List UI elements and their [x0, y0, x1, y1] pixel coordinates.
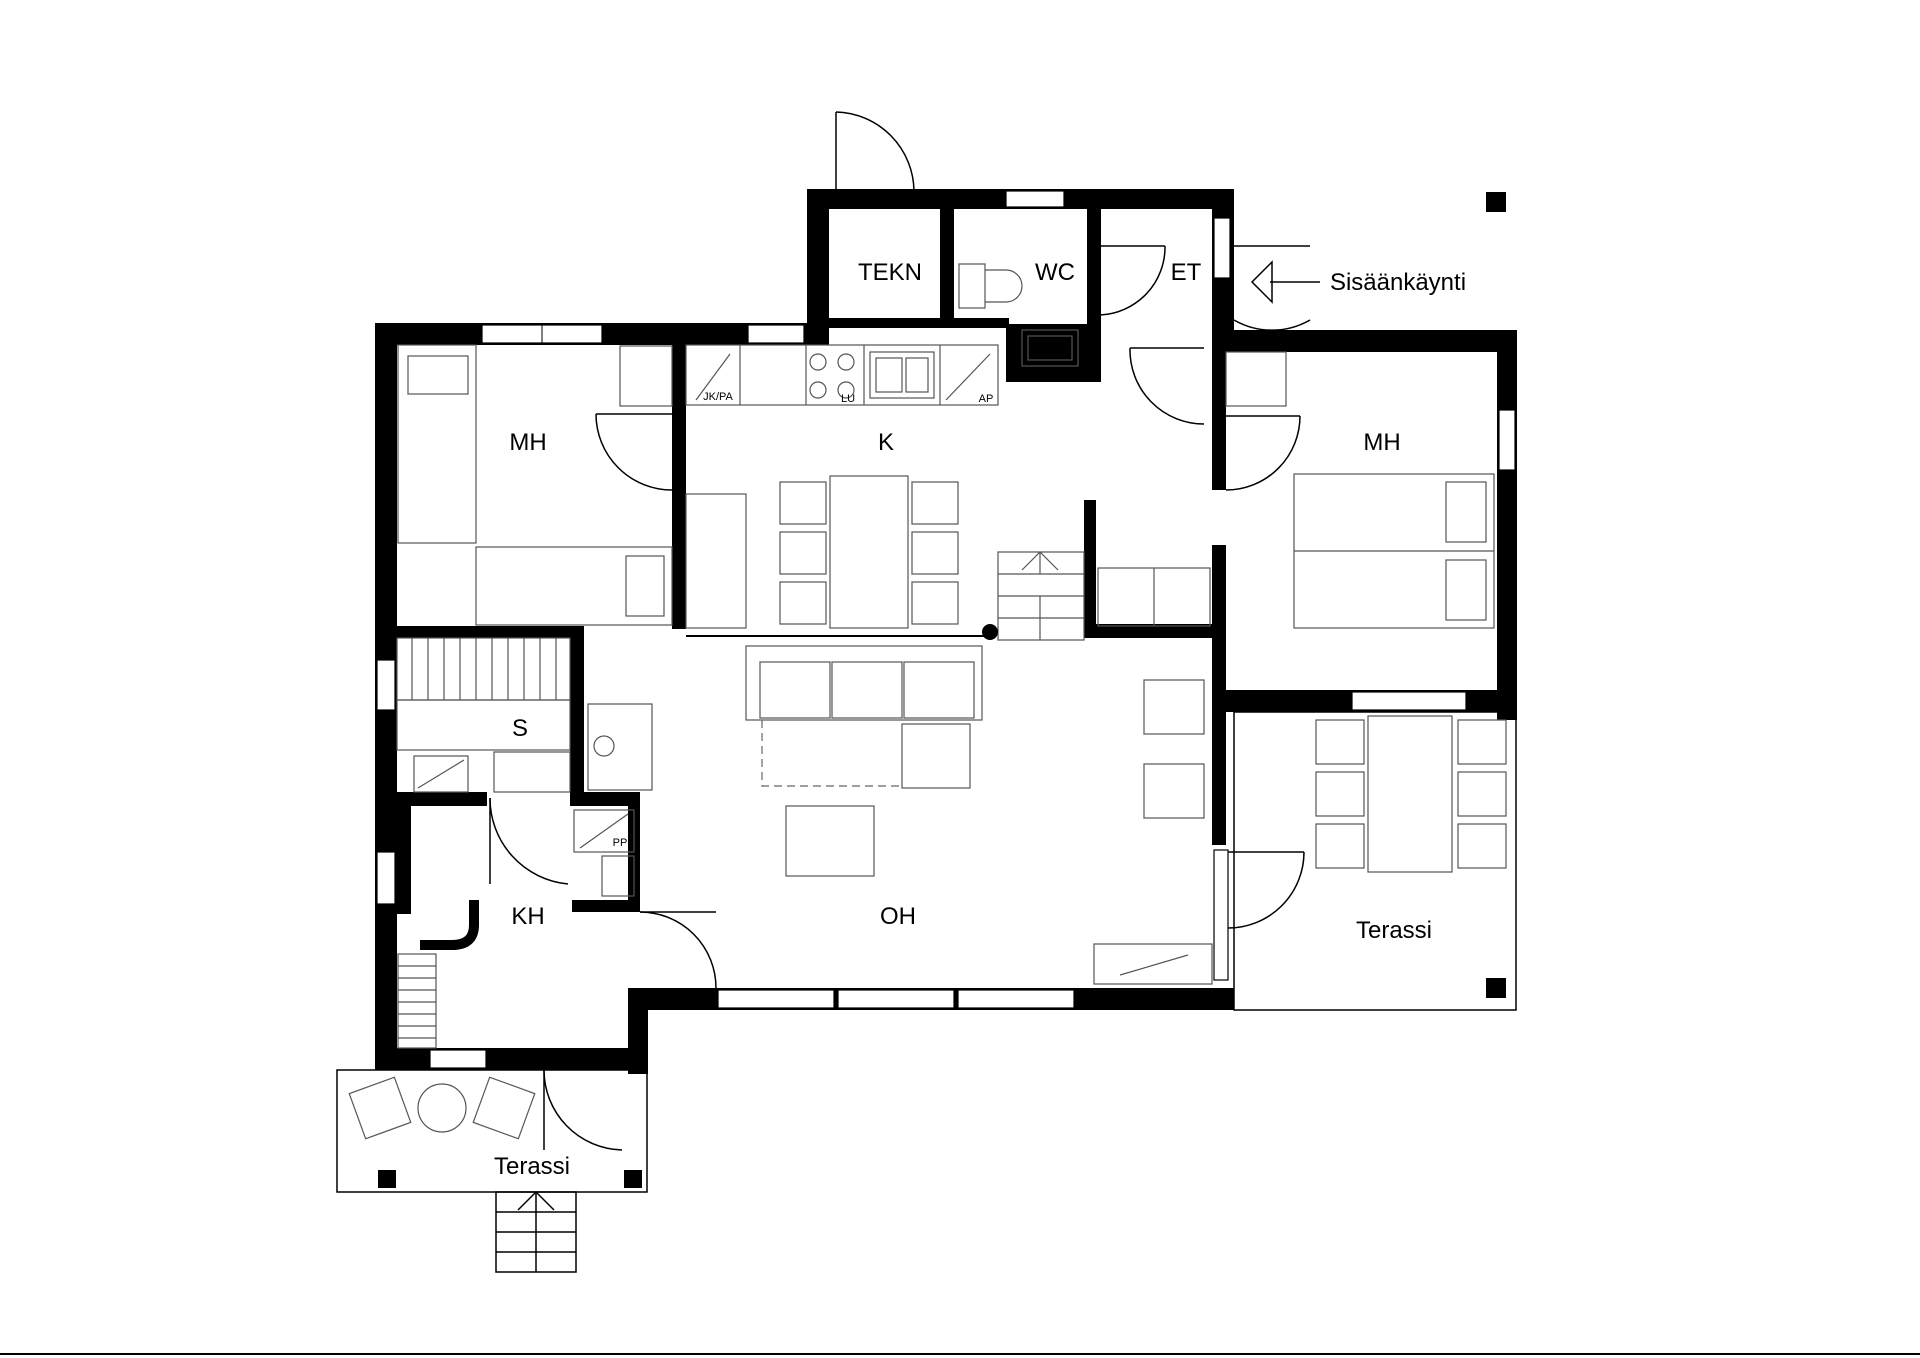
- furniture: [336, 263, 1517, 1273]
- room-label-kitchen: K: [878, 429, 894, 456]
- appliance-label-ap: AP: [979, 393, 994, 405]
- room-label-oh: OH: [880, 903, 916, 930]
- walls: [375, 189, 1517, 1074]
- appliance-label-pp: PP: [613, 837, 628, 849]
- entrance-label: Sisäänkäynti: [1330, 269, 1466, 296]
- room-label-sauna: S: [512, 715, 528, 742]
- room-label-et: ET: [1171, 259, 1202, 286]
- room-label-mh-left: MH: [509, 429, 546, 456]
- room-label-mh-right: MH: [1363, 429, 1400, 456]
- posts: [378, 192, 1506, 1188]
- doors: [489, 111, 1311, 1151]
- appliance-label-lu: LU: [841, 393, 855, 405]
- room-label-terrace-right: Terassi: [1356, 917, 1432, 944]
- room-label-kh: KH: [511, 903, 544, 930]
- windows: [376, 190, 1516, 1069]
- kh-curved-wall: [420, 900, 479, 950]
- entrance-arrow-icon: [1250, 260, 1320, 304]
- room-label-wc: WC: [1035, 259, 1075, 286]
- room-label-terrace-bottom: Terassi: [494, 1153, 570, 1180]
- appliance-label-jkpa: JK/PA: [703, 391, 733, 403]
- room-label-tekn: TEKN: [858, 259, 922, 286]
